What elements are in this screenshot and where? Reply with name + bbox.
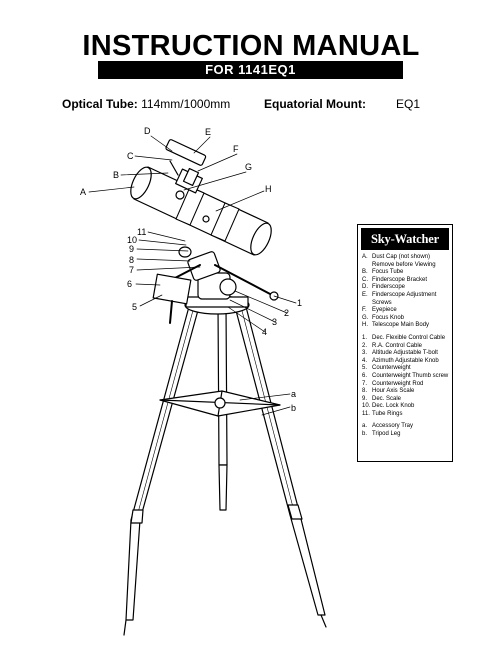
legend-item: H.Telescope Main Body	[362, 322, 430, 329]
callout-label: a	[291, 389, 296, 399]
callout-label: 6	[127, 279, 132, 289]
legend-item: b.Tripod Leg	[362, 431, 401, 438]
legend-item: 11.Tube Rings	[362, 410, 403, 417]
legend-item: C.Finderscope Bracket	[362, 276, 428, 283]
legend-item: a.Accessory Tray	[362, 423, 414, 430]
callout-label: 4	[262, 327, 267, 337]
callout-label: 8	[129, 255, 134, 265]
callout-label: 5	[132, 302, 137, 312]
telescope-diagram: A B C D E F G H 1 2 3 4 5 6 7 8 9 10 11 …	[80, 126, 327, 636]
tripod-legs	[123, 302, 327, 636]
mount-value: EQ1	[396, 97, 421, 111]
legend-item: 10.Dec. Lock Knob	[362, 403, 415, 410]
callout-labels: A B C D E F G H 1 2 3 4 5 6 7 8 9 10 11 …	[80, 126, 302, 413]
callout-label: G	[245, 162, 252, 172]
callout-label: 9	[129, 244, 134, 254]
legend-item: D.Finderscope	[362, 284, 406, 291]
legend-item: B.Focus Tube	[362, 269, 404, 276]
legend-item: 4.Azimuth Adjustable Knob	[362, 357, 439, 364]
manual-title: INSTRUCTION MANUAL	[82, 30, 420, 62]
equatorial-mount	[152, 246, 279, 324]
legend-item: 3.Altitude Adjustable T-bolt	[362, 350, 438, 357]
callout-label: E	[205, 127, 211, 137]
optical-tube-label: Optical Tube:	[62, 97, 138, 111]
callout-label: 1	[297, 298, 302, 308]
mount-spec-value-wrap: EQ1	[396, 97, 420, 111]
callout-label: D	[144, 126, 151, 136]
telescope-tube	[130, 166, 272, 256]
mount-spec-label-wrap: Equatorial Mount:	[264, 97, 366, 111]
model-subtitle-banner: FOR 1141EQ1	[98, 61, 403, 79]
legend-item: E.Finderscope Adjustment Screws	[362, 291, 437, 306]
callout-label: 11	[137, 227, 146, 237]
callout-label: b	[291, 403, 296, 413]
legend-letter-list: A.Dust Cap (not shown) Remove before Vie…	[358, 254, 452, 330]
accessory-tray	[159, 390, 281, 417]
legend-item: 8.Hour Axis Scale	[362, 388, 415, 395]
legend-item: 6.Counterweight Thumb screw	[362, 372, 449, 379]
sky-watcher-logo: Sky-Watcher	[361, 228, 449, 250]
callout-label: F	[233, 144, 239, 154]
legend-item: A.Dust Cap (not shown) Remove before Vie…	[362, 254, 436, 268]
callout-label: 7	[129, 265, 134, 275]
legend-item: 7.Counterweight Rod	[362, 380, 424, 387]
callout-label: 10	[127, 235, 137, 245]
legend-item: 1.Dec. Flexible Control Cable	[362, 334, 446, 341]
parts-legend-box: Sky-Watcher A.Dust Cap (not shown) Remov…	[357, 224, 453, 462]
callout-label: A	[80, 187, 86, 197]
legend-accessory-list: a.Accessory Tray b.Tripod Leg	[358, 423, 452, 438]
callout-label: H	[265, 184, 272, 194]
legend-item: 2.R.A. Control Cable	[362, 342, 423, 349]
callout-label: B	[113, 170, 119, 180]
legend-number-list: 1.Dec. Flexible Control Cable 2.R.A. Con…	[358, 335, 452, 419]
callout-label: 2	[284, 308, 289, 318]
optical-tube-spec: Optical Tube: 114mm/1000mm	[62, 97, 230, 111]
legend-item: F.Eyepiece	[362, 307, 397, 314]
legend-item: 5.Counterweight	[362, 365, 411, 372]
legend-item: G.Focus Knob	[362, 314, 405, 321]
callout-label: C	[127, 151, 134, 161]
mount-label: Equatorial Mount:	[264, 97, 366, 111]
callout-label: 3	[272, 317, 277, 327]
optical-tube-value: 114mm/1000mm	[141, 97, 231, 111]
legend-item: 9.Dec. Scale	[362, 395, 402, 402]
callout-leaders	[88, 135, 297, 416]
